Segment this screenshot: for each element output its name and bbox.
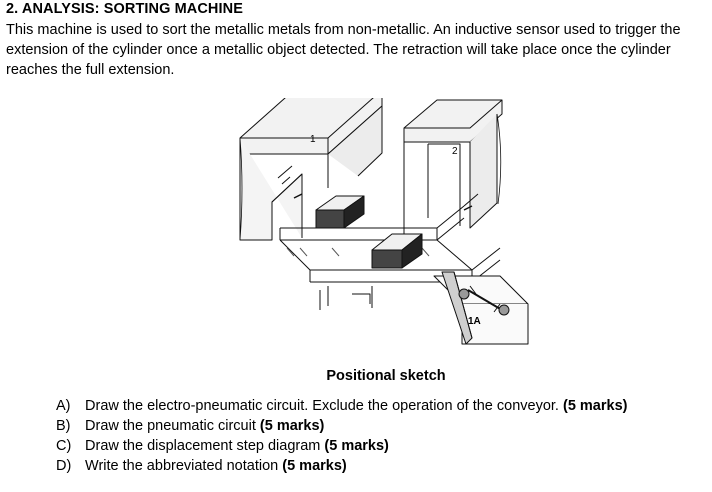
question-text: Draw the electro-pneumatic circuit. Excl… <box>85 398 559 414</box>
question-text: Draw the pneumatic circuit <box>85 418 256 434</box>
question-text: Write the abbreviated notation <box>85 458 279 474</box>
question-marks: (5 marks) <box>259 418 325 434</box>
question-letter: A) <box>56 398 71 414</box>
label-conveyor-2: 2 <box>452 146 458 157</box>
cylinder-platform <box>433 271 529 345</box>
label-cylinder-1a: 1A <box>468 316 481 327</box>
workpiece-2 <box>371 233 423 269</box>
figure-caption: Positional sketch <box>326 368 446 384</box>
gate-1 <box>239 98 383 241</box>
conveyor <box>279 205 501 310</box>
question-item: D) Write the abbreviated notation (5 mar… <box>56 456 627 476</box>
question-item: B) Draw the pneumatic circuit (5 marks) <box>56 416 627 436</box>
question-marks: (5 marks) <box>562 398 628 414</box>
question-letter: D) <box>56 458 72 474</box>
gate-2 <box>403 99 503 258</box>
cylinder-1a <box>458 285 510 316</box>
question-letter: B) <box>56 418 71 434</box>
question-item: C) Draw the displacement step diagram (5… <box>56 436 627 456</box>
positional-sketch: 1 2 1A <box>239 98 529 345</box>
question-item: A) Draw the electro-pneumatic circuit. E… <box>56 396 627 416</box>
question-letter: C) <box>56 438 72 454</box>
section-heading: 2. ANALYSIS: SORTING MACHINE <box>6 1 243 17</box>
label-conveyor-1: 1 <box>310 134 316 145</box>
section-description: This machine is used to sort the metalli… <box>6 22 681 78</box>
question-marks: (5 marks) <box>282 458 347 474</box>
question-marks: (5 marks) <box>324 438 389 454</box>
workpiece-1 <box>315 195 365 229</box>
question-list: A) Draw the electro-pneumatic circuit. E… <box>56 396 627 476</box>
question-text: Draw the displacement step diagram <box>85 438 321 454</box>
